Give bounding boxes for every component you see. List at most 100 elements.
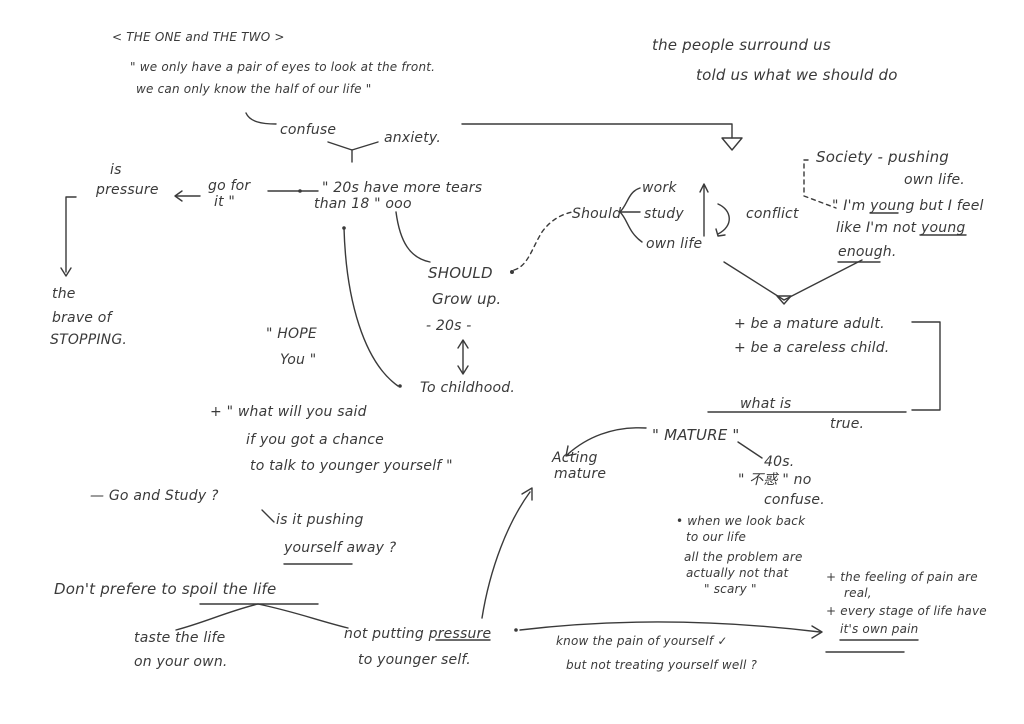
every-line-2: it's own pain xyxy=(840,622,919,636)
curve-arrow-conflict xyxy=(717,203,730,235)
arrowhead-up-acting xyxy=(521,487,533,501)
connector-bracket-true xyxy=(911,321,941,411)
arrowhead-acting xyxy=(565,445,577,457)
label-anxiety: anxiety. xyxy=(384,130,441,146)
connector-20s-to-should xyxy=(395,211,431,263)
lookback-line-3: all the problem are xyxy=(684,550,803,564)
label-pressure: pressure xyxy=(96,182,159,198)
young-line-1: " I'm young but I feel xyxy=(832,198,984,214)
arrowhead-down xyxy=(457,365,469,375)
label-true: true. xyxy=(830,416,865,432)
society-line-1: Society - pushing xyxy=(816,148,949,166)
connector-v-down xyxy=(723,259,863,301)
label-go-study: — Go and Study ? xyxy=(90,488,219,504)
feeling-line-2: real, xyxy=(844,586,872,600)
label-mature-adult: + be a mature adult. xyxy=(734,316,885,332)
taste-line-1: taste the life xyxy=(134,630,226,646)
not-putting-line-1: not putting pressure xyxy=(344,626,492,642)
label-work: work xyxy=(642,180,677,196)
label-20s: - 20s - xyxy=(426,318,472,334)
label-mature-caps: " MATURE " xyxy=(652,426,740,444)
what-will-line-3: to talk to younger yourself " xyxy=(250,458,453,474)
what-will-line-1: + " what will you said xyxy=(210,404,367,420)
label-you: You " xyxy=(280,352,317,368)
label-what-is: what is xyxy=(740,396,792,412)
no-confuse-line-2: confuse. xyxy=(764,492,825,508)
society-line-2: own life. xyxy=(904,172,965,188)
quote-line-2: we can only know the half of our life " xyxy=(136,82,372,96)
people-line-2: told us what we should do xyxy=(696,66,898,84)
label-should-caps: SHOULD xyxy=(428,264,493,282)
dot-20s xyxy=(298,189,302,193)
label-acting: Acting xyxy=(552,450,598,466)
connector-mature-to-acting xyxy=(567,427,647,455)
twenties-line-1: " 20s have more tears xyxy=(322,180,483,196)
label-study: study xyxy=(644,206,684,222)
no-confuse-line-1: " 不惑 " no xyxy=(738,472,812,488)
label-grow-up: Grow up. xyxy=(432,290,502,308)
connector-mature-to-40s xyxy=(737,441,763,459)
lookback-line-4: actually not that xyxy=(686,566,789,580)
connector-is-to-brave xyxy=(65,196,77,273)
label-careless-child: + be a careless child. xyxy=(734,340,890,356)
quote-line-1: " we only have a pair of eyes to look at… xyxy=(130,60,436,74)
label-confuse: confuse xyxy=(280,122,337,138)
lookback-line-2: to our life xyxy=(686,530,747,544)
connector-bottom-long xyxy=(519,621,821,633)
underline-pain-pair xyxy=(825,639,919,653)
label-mature-small: mature xyxy=(554,466,607,482)
arrowhead-pressure xyxy=(174,190,183,202)
know-line-1: know the pain of yourself ✓ xyxy=(556,634,728,648)
connector-anxiety-to-people xyxy=(461,123,733,139)
feeling-line-1: + the feeling of pain are xyxy=(826,570,978,584)
know-line-2: but not treating yourself well ? xyxy=(566,658,758,672)
label-brave-of: brave of xyxy=(52,310,112,326)
label-is: is xyxy=(110,162,122,178)
arrowhead-brave xyxy=(60,267,72,277)
dot-should xyxy=(510,270,514,274)
dot-bottom xyxy=(514,628,518,632)
pushing-line-2: yourself away ? xyxy=(284,540,397,556)
label-to-childhood: To childhood. xyxy=(420,380,516,396)
arrowhead-bar-up xyxy=(699,183,709,193)
arrowhead-curve xyxy=(715,228,726,237)
connector-should-fork xyxy=(619,187,643,243)
twenties-line-2: than 18 " ooo xyxy=(314,196,412,212)
connector-dont-left xyxy=(175,603,259,631)
every-line-1: + every stage of life have xyxy=(826,604,987,618)
connector-should-dashed xyxy=(513,211,573,271)
taste-line-2: on your own. xyxy=(134,654,228,670)
dot-childhood xyxy=(398,384,402,388)
label-go-for-it: it " xyxy=(214,194,236,210)
label-stopping: STOPPING. xyxy=(50,332,128,348)
connector-society-dashed xyxy=(803,159,837,209)
label-own-life: own life xyxy=(646,236,703,252)
people-line-1: the people surround us xyxy=(652,36,831,54)
arrowhead-bottom xyxy=(811,625,823,639)
connector-confuse-fork xyxy=(327,141,379,151)
label-go-for: go for xyxy=(208,178,251,194)
label-should: Should xyxy=(572,206,622,222)
lookback-line-1: • when we look back xyxy=(676,514,806,528)
pushing-line-1: is it pushing xyxy=(276,512,364,528)
connector-study-to-pushing xyxy=(261,509,275,523)
label-hope: " HOPE xyxy=(266,326,317,342)
arrowhead-people xyxy=(721,137,743,151)
header-title: < THE ONE and THE TWO > xyxy=(112,30,285,44)
connector-dot-to-childhood xyxy=(343,227,399,387)
label-the: the xyxy=(52,286,76,302)
not-putting-line-2: to younger self. xyxy=(358,652,471,668)
connector-pressure-to-acting xyxy=(481,491,531,619)
arrowhead-up xyxy=(457,339,469,349)
label-conflict: conflict xyxy=(746,206,799,222)
label-dont-prefer: Don't prefere to spoil the life xyxy=(54,580,277,598)
label-40s: 40s. xyxy=(764,454,795,470)
what-will-line-2: if you got a chance xyxy=(246,432,384,448)
young-line-2: like I'm not young xyxy=(836,220,966,236)
connector-quote-to-confuse xyxy=(245,112,277,125)
young-line-3: enough. xyxy=(838,244,897,260)
lookback-line-5: " scary " xyxy=(704,582,757,596)
arrowhead-v xyxy=(776,295,792,305)
connector-dont-right xyxy=(257,603,349,629)
